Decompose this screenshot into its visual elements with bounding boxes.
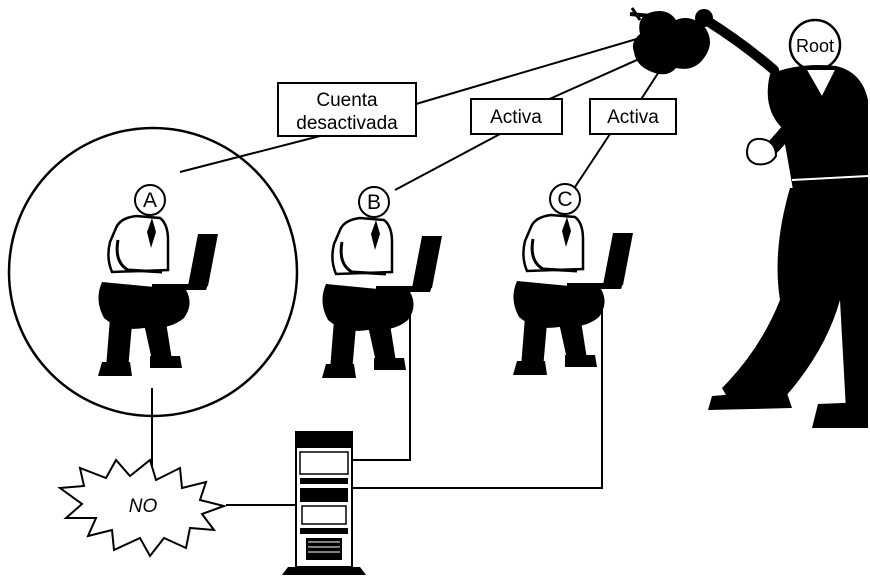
line-root-to-active-b-label	[535, 54, 649, 106]
label-active-b-text: Activa	[490, 107, 542, 128]
label-account-disabled: Cuenta desactivada	[277, 82, 417, 137]
user-a: A	[96, 183, 220, 378]
person-laptop-icon-c	[511, 182, 635, 377]
user-a-highlight-circle	[7, 126, 299, 418]
user-a-id: A	[143, 189, 157, 212]
keys-icon	[629, 7, 710, 75]
line-root-to-disabled-label	[415, 37, 641, 105]
root-admin: Root	[629, 7, 869, 428]
denied-burst: NO	[57, 458, 228, 558]
user-b-id: B	[367, 191, 381, 214]
label-active-b: Activa	[470, 98, 563, 135]
root-label: Root	[796, 36, 834, 56]
denied-text: NO	[129, 496, 158, 517]
label-active-c: Activa	[589, 98, 677, 135]
connection-lines	[151, 37, 665, 506]
label-account-disabled-line1: Cuenta	[316, 90, 378, 111]
label-active-c-text: Activa	[607, 107, 659, 128]
burst-icon	[57, 458, 228, 558]
server-tower-icon	[282, 431, 366, 575]
person-laptop-icon-b	[320, 185, 444, 380]
user-c: C	[511, 182, 635, 377]
line-user-b-to-server	[352, 300, 411, 461]
line-active-b-label-to-user-b	[394, 133, 501, 191]
user-b: B	[320, 185, 444, 380]
line-active-c-label-to-user-c	[574, 133, 611, 188]
user-c-id: C	[557, 188, 572, 211]
line-user-c-to-server	[352, 308, 603, 489]
label-account-disabled-line2: desactivada	[296, 113, 398, 134]
line-disabled-label-to-user-a	[179, 135, 321, 173]
person-laptop-icon-a	[96, 183, 220, 378]
